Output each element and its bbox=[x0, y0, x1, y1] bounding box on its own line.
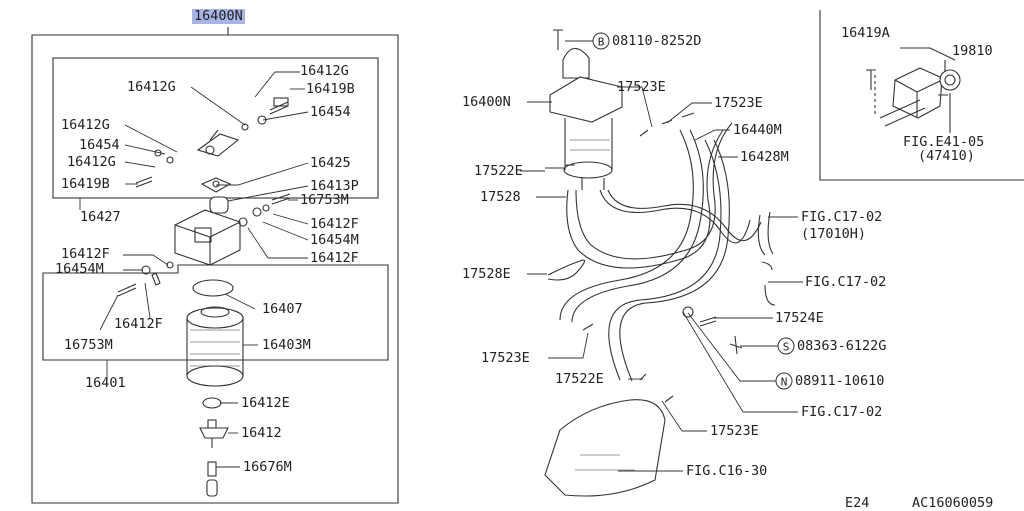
label-bolt-08911-10610[interactable]: 08911-10610 bbox=[795, 373, 885, 389]
label-16425[interactable]: 16425 bbox=[310, 155, 351, 171]
label-16419B[interactable]: 16419B bbox=[61, 176, 110, 192]
label-16440M[interactable]: 16440M bbox=[733, 122, 782, 138]
label-16454M[interactable]: 16454M bbox=[310, 232, 359, 248]
label-16401[interactable]: 16401 bbox=[85, 375, 126, 391]
label-16413P[interactable]: 16413P bbox=[310, 178, 359, 194]
label-16412F[interactable]: 16412F bbox=[114, 316, 163, 332]
label-17528E[interactable]: 17528E bbox=[462, 266, 511, 282]
label-17523E[interactable]: 17523E bbox=[714, 95, 763, 111]
left-parts-drawing bbox=[117, 97, 291, 497]
label-16419A[interactable]: 16419A bbox=[841, 25, 890, 41]
label-bolt-08110-8252D[interactable]: 08110-8252D bbox=[612, 33, 702, 49]
left-leader-lines bbox=[79, 27, 309, 468]
svg-text:B: B bbox=[598, 36, 605, 49]
label-16412G[interactable]: 16412G bbox=[300, 63, 349, 79]
circle-letter-s: S bbox=[777, 337, 795, 355]
label-17524E[interactable]: 17524E bbox=[775, 310, 824, 326]
svg-text:N: N bbox=[781, 376, 788, 389]
svg-text:S: S bbox=[783, 341, 790, 354]
label-16454[interactable]: 16454 bbox=[310, 104, 351, 120]
inset-frame bbox=[819, 10, 1024, 181]
link-fig-c16-30[interactable]: FIG.C16-30 bbox=[686, 463, 768, 479]
label-16412F[interactable]: 16412F bbox=[310, 250, 359, 266]
inset-parts-drawing bbox=[866, 47, 961, 133]
inner-frame-16401 bbox=[42, 264, 389, 361]
label-17522E[interactable]: 17522E bbox=[474, 163, 523, 179]
label-16412G[interactable]: 16412G bbox=[127, 79, 176, 95]
circle-letter-b: B bbox=[592, 32, 610, 50]
label-17528[interactable]: 17528 bbox=[480, 189, 521, 205]
label-16412F[interactable]: 16412F bbox=[310, 216, 359, 232]
page-code: E24 bbox=[845, 495, 870, 511]
label-17522E[interactable]: 17522E bbox=[555, 371, 604, 387]
label-16454[interactable]: 16454 bbox=[79, 137, 120, 153]
label-16412[interactable]: 16412 bbox=[241, 425, 282, 441]
label-16753M[interactable]: 16753M bbox=[300, 192, 349, 208]
label-16400N[interactable]: 16400N bbox=[462, 94, 511, 110]
label-16407[interactable]: 16407 bbox=[262, 301, 303, 317]
label-16412G[interactable]: 16412G bbox=[61, 117, 110, 133]
label-16412E[interactable]: 16412E bbox=[241, 395, 290, 411]
label-16419B[interactable]: 16419B bbox=[306, 81, 355, 97]
right-leader-lines bbox=[520, 40, 803, 472]
label-16427[interactable]: 16427 bbox=[80, 209, 121, 225]
label-17523E[interactable]: 17523E bbox=[481, 350, 530, 366]
label-47410: (47410) bbox=[918, 148, 975, 164]
label-16412F[interactable]: 16412F bbox=[61, 246, 110, 262]
link-fig-c17-02[interactable]: FIG.C17-02 bbox=[801, 209, 883, 225]
label-19810[interactable]: 19810 bbox=[952, 43, 993, 59]
label-16454M[interactable]: 16454M bbox=[55, 261, 104, 277]
catalog-code: AC16060059 bbox=[912, 495, 994, 511]
label-bolt-08363-6122G[interactable]: 08363-6122G bbox=[797, 338, 887, 354]
label-17523E[interactable]: 17523E bbox=[617, 79, 666, 95]
label-16753M[interactable]: 16753M bbox=[64, 337, 113, 353]
circle-letter-n: N bbox=[775, 372, 793, 390]
link-fig-c17-02[interactable]: FIG.C17-02 bbox=[801, 404, 883, 420]
label-16403M[interactable]: 16403M bbox=[262, 337, 311, 353]
link-fig-c17-02[interactable]: FIG.C17-02 bbox=[805, 274, 887, 290]
label-16428M[interactable]: 16428M bbox=[740, 149, 789, 165]
label-17010H: (17010H) bbox=[801, 226, 867, 242]
label-16676M[interactable]: 16676M bbox=[243, 459, 292, 475]
link-fig-e41-05[interactable]: FIG.E41-05 bbox=[903, 134, 985, 150]
label-16412G[interactable]: 16412G bbox=[67, 154, 116, 170]
part-number-16400N-header[interactable]: 16400N bbox=[192, 8, 245, 24]
label-17523E[interactable]: 17523E bbox=[710, 423, 759, 439]
